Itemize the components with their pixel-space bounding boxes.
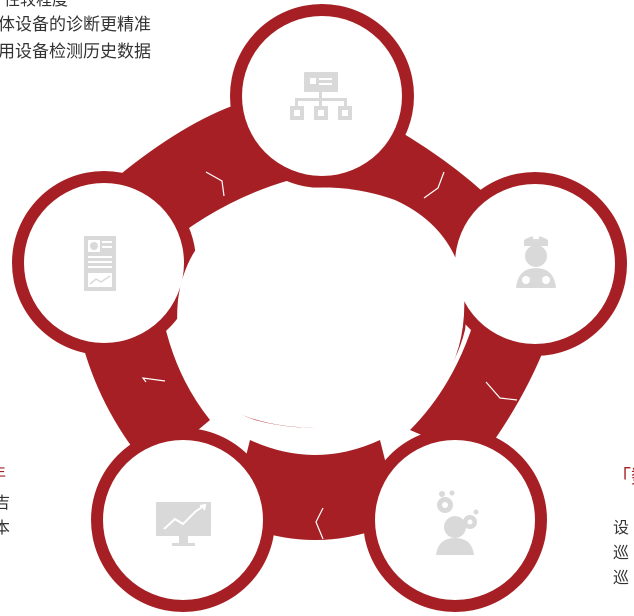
- connector-arrows: [141, 171, 518, 540]
- arrow-left: [141, 377, 166, 383]
- arrow-bottom: [315, 507, 324, 540]
- top-left-text-line-1: 性较程度: [4, 0, 68, 8]
- right-text-fragment-2: 巡: [613, 543, 630, 562]
- arrow-top-right: [423, 171, 445, 199]
- top-left-text-line-3: 用设备检测历史数据: [0, 42, 151, 62]
- right-text-fragment-3: 巡: [613, 568, 630, 587]
- doctor-icon: [516, 236, 556, 288]
- top-left-text-line-2: 体设备的诊断更精准: [0, 15, 151, 35]
- arrow-right: [485, 381, 518, 401]
- org-chart-icon: [290, 72, 352, 120]
- monitor-chart-icon: [156, 502, 211, 546]
- center-hole: [177, 187, 465, 429]
- team-settings-icon: [436, 490, 479, 555]
- left-text-fragment-1: 吉: [0, 493, 11, 512]
- right-heading-fragment: 「数: [612, 466, 634, 488]
- arrow-top-left: [205, 171, 225, 197]
- left-text-fragment-2: 本: [0, 518, 11, 537]
- left-heading-fragment: 年: [0, 466, 6, 482]
- report-document-icon: [84, 236, 116, 291]
- right-text-fragment-1: 设: [613, 518, 630, 537]
